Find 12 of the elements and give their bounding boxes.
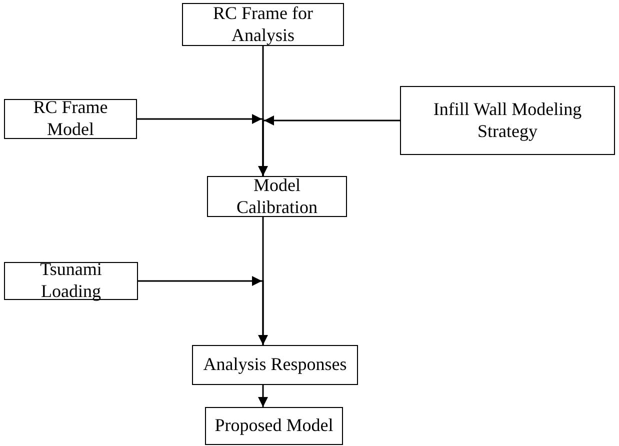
arrow bbox=[138, 276, 264, 345]
arrow bbox=[258, 385, 268, 407]
process-box: Tsunami Loading bbox=[4, 262, 138, 300]
process-box: Model Calibration bbox=[207, 176, 347, 217]
process-box: Infill Wall Modeling Strategy bbox=[400, 86, 615, 155]
process-box: Analysis Responses bbox=[192, 345, 358, 385]
process-box: RC Frame for Analysis bbox=[182, 3, 344, 46]
process-box: RC Frame Model bbox=[4, 99, 137, 139]
arrow bbox=[262, 116, 400, 176]
arrow bbox=[258, 46, 268, 176]
arrow bbox=[258, 217, 268, 345]
process-box: Proposed Model bbox=[205, 407, 343, 445]
